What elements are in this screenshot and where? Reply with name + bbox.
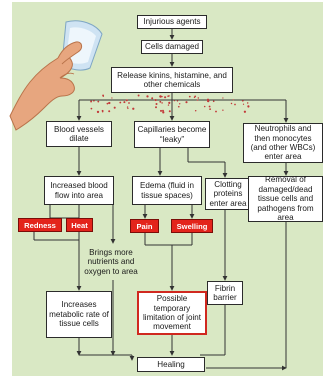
chemical-dot (137, 94, 140, 97)
chemical-dot (242, 103, 245, 105)
chemical-dot (101, 110, 104, 113)
chemical-dot (168, 101, 171, 104)
chemical-dot (111, 97, 113, 99)
node-injurious-agents: Injurious agents (137, 15, 207, 29)
chemical-dot (155, 102, 158, 106)
chemical-dot (123, 101, 126, 104)
node-capillaries-leaky: Capillaries become “leaky” (134, 121, 210, 148)
chemical-dot (212, 100, 215, 103)
chemical-dot (167, 95, 169, 98)
chemical-dot (154, 99, 157, 102)
chemical-dot (197, 97, 200, 99)
node-blood-vessels-dilate: Blood vessels dilate (46, 121, 112, 147)
chemical-dot (167, 104, 170, 106)
chemical-dot (178, 103, 181, 105)
sign-pain: Pain (130, 219, 159, 233)
chemical-dot (90, 107, 93, 110)
hand-cup-illustration (9, 20, 103, 131)
node-increases-metabolic: Increases metabolic rate of tissue cells (46, 291, 112, 338)
node-edema: Edema (fluid in tissue spaces) (132, 176, 202, 205)
chemical-dot (90, 100, 93, 103)
chemical-dot (119, 101, 122, 104)
chemical-dot (173, 100, 176, 102)
chemical-dot (151, 97, 154, 100)
chemical-dot (207, 99, 210, 103)
chemical-dot (93, 99, 95, 102)
chemical-dot (159, 109, 163, 112)
sign-heat: Heat (66, 218, 93, 232)
chemical-dot (132, 107, 135, 110)
chemical-dot (159, 95, 162, 98)
chemical-dot (232, 99, 235, 101)
chemical-dot (185, 101, 188, 104)
chemical-dot (125, 99, 128, 102)
node-healing: Healing (137, 357, 205, 372)
chemical-dot (222, 97, 224, 99)
chemical-dot (222, 109, 224, 111)
chemical-dot (230, 102, 233, 105)
chemical-dot (106, 102, 109, 105)
chemical-dot (162, 111, 165, 114)
chemical-dot (108, 101, 111, 105)
chemical-dot (193, 96, 196, 99)
chemical-dot (108, 110, 111, 113)
node-increased-blood-flow: Increased blood flow into area (44, 176, 114, 205)
chemical-dot (177, 105, 180, 108)
chemical-dot (215, 110, 217, 113)
chemical-dot (208, 105, 211, 108)
sign-swelling: Swelling (171, 219, 213, 233)
chemical-dot (161, 102, 163, 104)
chemical-dot (113, 106, 116, 109)
node-limitation-joint: Possible temporary limitation of joint m… (137, 291, 207, 335)
chemical-dot (243, 110, 247, 113)
chemical-dot (126, 106, 129, 108)
chemical-dot (203, 105, 206, 108)
chemical-dot (234, 103, 236, 106)
chemical-dot (209, 108, 212, 110)
chemical-dot (162, 109, 164, 112)
node-fibrin-barrier: Fibrin barrier (207, 281, 243, 305)
node-clotting-proteins: Clotting proteins enter area (205, 178, 251, 210)
node-release-chemicals: Release kinins, histamine, and other che… (111, 67, 233, 93)
chemical-dot (127, 107, 129, 110)
chemical-dot (155, 106, 157, 109)
node-cells-damaged: Cells damaged (141, 40, 203, 54)
chemical-dot (241, 99, 244, 102)
chemical-dot (176, 100, 179, 102)
node-removal-damaged: Removal of damaged/dead tissue cells and… (248, 175, 323, 222)
chemical-dot (128, 102, 130, 104)
chemical-dot (168, 110, 171, 113)
chemical-dot (246, 102, 249, 104)
sign-redness: Redness (18, 218, 62, 232)
chemical-dot (146, 95, 149, 98)
chemical-dot (161, 95, 163, 98)
chemical-dot (164, 96, 167, 99)
chemical-dot (102, 95, 105, 97)
chemical-dot (159, 100, 162, 103)
chemical-dot (96, 110, 100, 114)
chemical-dot (196, 99, 199, 101)
chemical-dot (188, 95, 191, 98)
chemical-dot (97, 100, 100, 103)
node-brings-nutrients: Brings more nutrients and oxygen to area (84, 247, 138, 276)
node-neutrophils-monocytes: Neutrophils and then monocytes (and othe… (243, 123, 323, 163)
chemical-dot (194, 109, 197, 112)
chemical-dot (247, 106, 250, 108)
